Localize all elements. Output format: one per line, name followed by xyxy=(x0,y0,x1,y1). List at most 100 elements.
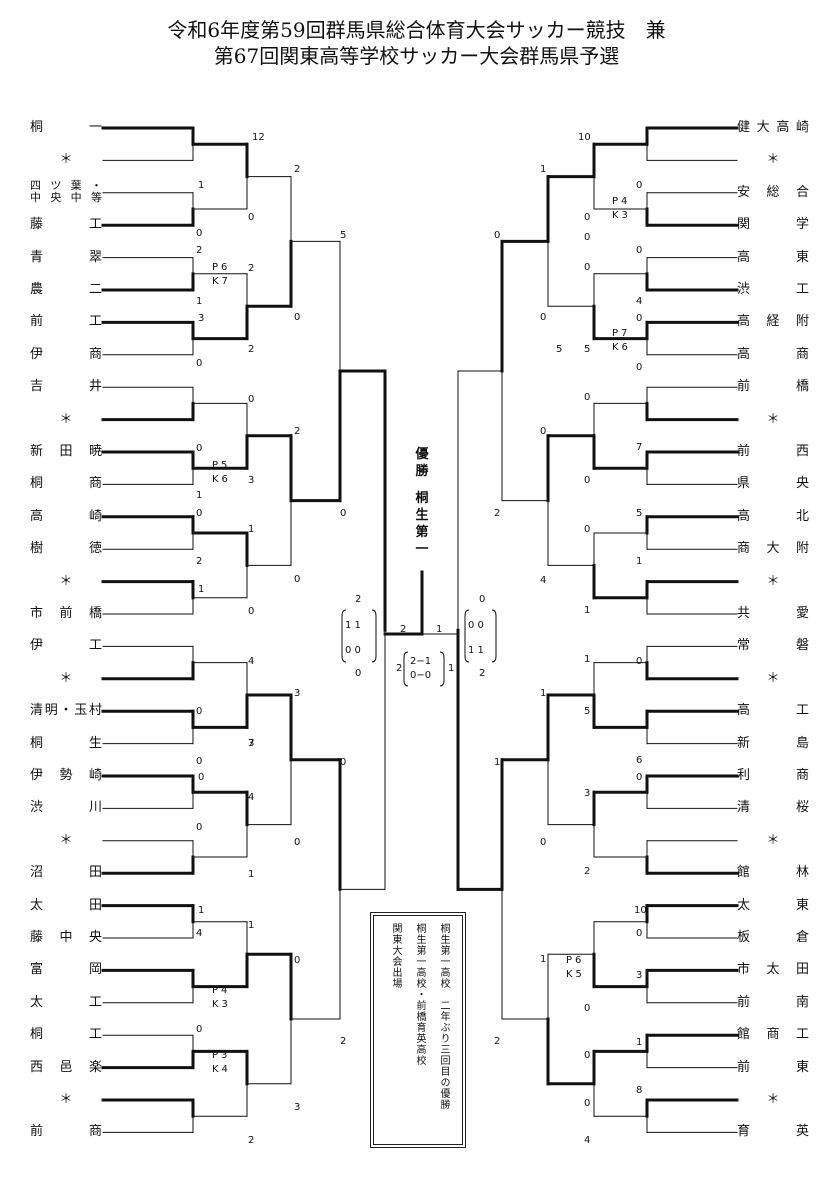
score: 0 xyxy=(584,524,591,535)
l-team: ＊ xyxy=(59,670,73,686)
r-team: 太東 xyxy=(737,897,809,913)
r-team: ＊ xyxy=(766,670,780,686)
l-team: 桐生 xyxy=(30,735,102,751)
score: 0 xyxy=(584,232,591,243)
score: 2 xyxy=(248,344,255,355)
note-col-3: 関東大会出場 xyxy=(390,923,401,989)
r-team: 前東 xyxy=(737,1059,809,1075)
l-team: 沼田 xyxy=(30,865,102,881)
score: 1 xyxy=(248,869,255,880)
score: 1 xyxy=(540,954,547,965)
pk-label: K6 xyxy=(612,342,631,353)
pk-label: K6 xyxy=(212,474,231,485)
score: 1 xyxy=(196,296,203,307)
r-team: 前南 xyxy=(737,994,809,1010)
r-team: ＊ xyxy=(766,573,780,589)
score: 2 xyxy=(294,426,301,437)
score: 2 xyxy=(196,245,203,256)
score: 0 xyxy=(636,928,643,939)
pk-label: K3 xyxy=(212,999,231,1010)
score: 0 xyxy=(584,262,591,273)
pk-label: P6 xyxy=(212,262,231,273)
pk-label: P7 xyxy=(612,328,631,339)
score: 0 xyxy=(196,508,203,519)
brace xyxy=(439,651,445,687)
final-box-score: 2 xyxy=(479,668,486,679)
score: 4 xyxy=(248,792,255,803)
score: 2 xyxy=(340,1036,347,1047)
r-team: 館林 xyxy=(737,865,809,881)
final-box-score: 2 xyxy=(355,594,362,605)
score: 1 xyxy=(584,654,591,665)
page-title: 令和6年度第59回群馬県総合体育大会サッカー競技 兼 xyxy=(167,18,666,42)
l-team: 四ツ葉・中央中等 xyxy=(30,178,102,204)
winner-block: 優勝 桐生第一 xyxy=(412,446,432,558)
score: 1 xyxy=(584,605,591,616)
score: 2 xyxy=(294,164,301,175)
score: 2 xyxy=(248,263,255,274)
r-team: 利商 xyxy=(737,768,809,783)
r-team: 館商工 xyxy=(737,1027,809,1043)
pk-label: K4 xyxy=(212,1064,231,1075)
score: 12 xyxy=(252,132,265,143)
note-col-1: 桐生第一高校 二年ぶり三回目の優勝 xyxy=(438,923,449,1110)
score: 3 xyxy=(248,475,255,486)
final-score-right: 1 xyxy=(436,624,443,635)
winner-name: 桐生第一 xyxy=(415,491,429,557)
score: 0 xyxy=(294,574,301,585)
l-team: 前工 xyxy=(30,314,102,330)
r-team: 高東 xyxy=(737,249,809,265)
r-team: 常磐 xyxy=(737,638,809,654)
l-team: 青翠 xyxy=(30,249,102,265)
l-team: ＊ xyxy=(59,152,73,168)
r-team: 市太田 xyxy=(737,962,809,978)
l-team: 桐商 xyxy=(30,476,102,492)
score: 5 xyxy=(340,230,347,241)
l-team: 前商 xyxy=(30,1124,102,1140)
pk-label: P5 xyxy=(212,460,231,471)
l-team: 高崎 xyxy=(30,508,102,524)
r-team: ＊ xyxy=(766,152,780,168)
score: 3 xyxy=(294,1102,301,1113)
r-team: 高商 xyxy=(737,346,809,362)
score: 2 xyxy=(248,1135,255,1146)
score: 3 xyxy=(294,688,301,699)
score: 8 xyxy=(636,1085,643,1096)
l-team: ＊ xyxy=(59,411,73,427)
score: 3 xyxy=(636,970,643,981)
brace xyxy=(371,609,377,663)
l-team: 渋川 xyxy=(30,800,102,816)
l-team: 市前橋 xyxy=(30,606,102,621)
r-team: 健大高崎 xyxy=(737,120,809,135)
score: 0 xyxy=(636,180,643,191)
r-team: 前橋 xyxy=(737,379,809,395)
score: 0 xyxy=(340,757,347,768)
l-team: 藤工 xyxy=(30,217,102,233)
score: 0 xyxy=(196,822,203,833)
r-team: 前西 xyxy=(737,444,809,459)
score: 0 xyxy=(248,212,255,223)
score: 10 xyxy=(578,132,591,143)
score: 0 xyxy=(196,756,203,767)
final-box-score: 0 0 xyxy=(345,645,361,656)
l-team: 桐工 xyxy=(30,1027,102,1043)
score: 3 xyxy=(198,313,205,324)
score: 0 xyxy=(196,358,203,369)
pk-label: P6 xyxy=(566,955,585,966)
score: 0 xyxy=(584,475,591,486)
pk-label: P4 xyxy=(612,196,631,207)
brace xyxy=(491,609,497,663)
score: 0 xyxy=(584,1098,591,1109)
score: 0 xyxy=(340,508,347,519)
r-team: ＊ xyxy=(766,1092,780,1107)
score: 0 xyxy=(636,656,643,667)
r-team: 高工 xyxy=(737,703,809,719)
score: 0 xyxy=(636,362,643,373)
brace xyxy=(403,651,409,687)
score: 0 xyxy=(248,394,255,405)
score: 2 xyxy=(494,508,501,519)
score: 0 xyxy=(294,312,301,323)
score: 0 xyxy=(584,212,591,223)
score: 2 xyxy=(584,866,591,877)
score: 0 xyxy=(294,955,301,966)
